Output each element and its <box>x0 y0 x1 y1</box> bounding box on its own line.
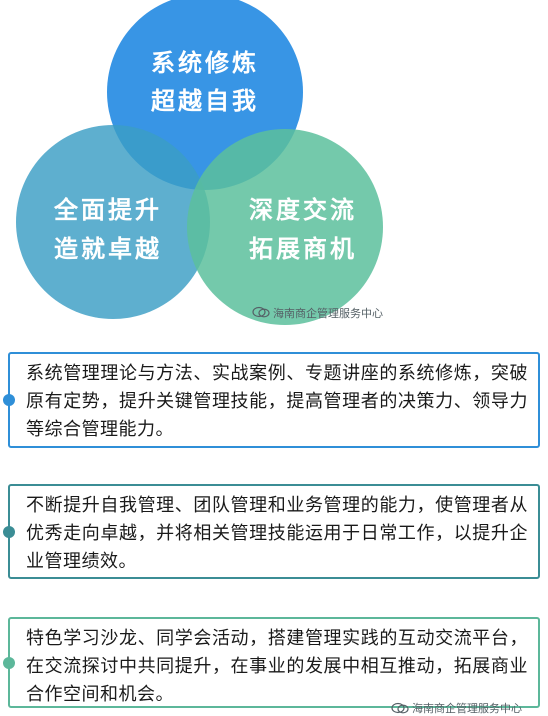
circle-left <box>16 125 210 319</box>
footer-watermark: 海南商企管理服务中心 <box>412 702 522 715</box>
circle-right <box>187 129 383 325</box>
circle-left-line2: 造就卓越 <box>54 235 162 263</box>
bullet-dot-icon <box>3 525 15 538</box>
info-box-1-text: 系统管理理论与方法、实战案例、专题讲座的系统修炼，突破原有定势，提升关键管理技能… <box>26 363 528 440</box>
bullet-dot-icon <box>3 656 15 669</box>
circle-left-line1: 全面提升 <box>53 196 162 224</box>
info-box-2-text: 不断提升自我管理、团队管理和业务管理的能力，使管理者从优秀走向卓越，并将相关管理… <box>26 495 528 572</box>
circle-top-line2: 超越自我 <box>151 87 259 115</box>
circle-right-line1: 深度交流 <box>249 196 357 224</box>
venn-diagram: 系统修炼 超越自我 全面提升 造就卓越 深度交流 拓展商机 <box>16 0 383 325</box>
circle-top-line1: 系统修炼 <box>151 49 259 77</box>
info-box-2: 不断提升自我管理、团队管理和业务管理的能力，使管理者从优秀走向卓越，并将相关管理… <box>3 484 540 579</box>
info-box-1: 系统管理理论与方法、实战案例、专题讲座的系统修炼，突破原有定势，提升关键管理技能… <box>3 352 540 448</box>
info-box-3: 特色学习沙龙、同学会活动，搭建管理实践的互动交流平台，在交流探讨中共同提升，在事… <box>3 617 540 708</box>
wechat-icon <box>391 702 409 714</box>
info-box-3-text: 特色学习沙龙、同学会活动，搭建管理实践的互动交流平台，在交流探讨中共同提升，在事… <box>26 628 528 705</box>
bullet-dot-icon <box>3 394 15 406</box>
circle-right-line2: 拓展商机 <box>249 235 357 263</box>
wechat-icon <box>252 306 270 318</box>
diagram-watermark: 海南商企管理服务中心 <box>273 307 383 320</box>
